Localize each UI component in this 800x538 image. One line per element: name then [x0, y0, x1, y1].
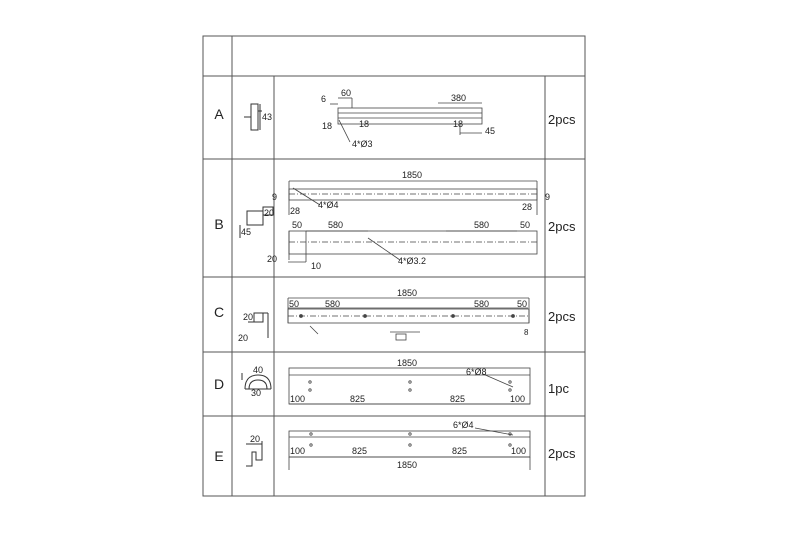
row-d-dim-100b: 100 — [510, 394, 525, 404]
row-a-dim-60: 60 — [341, 88, 351, 98]
row-a-drawing — [330, 97, 483, 143]
qty-b: 2pcs — [548, 219, 576, 234]
row-a-holes: 4*Ø3 — [352, 139, 373, 149]
row-b-dim-580b: 580 — [474, 220, 489, 230]
row-c-dim-50b: 50 — [517, 299, 527, 309]
row-e-holes: 6*Ø4 — [453, 420, 474, 430]
row-b-dim-50b: 50 — [520, 220, 530, 230]
row-c-section-dim-20a: 20 — [243, 312, 253, 322]
row-b-holes-bottom: 4*Ø3.2 — [398, 256, 426, 266]
row-a-dim-18a: 18 — [322, 121, 332, 131]
row-b-dim-580a: 580 — [328, 220, 343, 230]
row-d-length: 1850 — [397, 358, 417, 368]
row-label-e: E — [214, 448, 223, 464]
row-d-dim-100a: 100 — [290, 394, 305, 404]
qty-c: 2pcs — [548, 309, 576, 324]
row-b-dim-28b: 28 — [522, 202, 532, 212]
row-b-dim-9a: 9 — [272, 192, 277, 202]
row-b-section-dim-20b: 20 — [267, 254, 277, 264]
row-c-drawing — [287, 297, 530, 341]
row-b-section-dim-45: 45 — [241, 227, 251, 237]
row-e-dim-825b: 825 — [452, 446, 467, 456]
row-e-dim-100a: 100 — [290, 446, 305, 456]
row-c-dim-50a: 50 — [289, 299, 299, 309]
row-label-b: B — [214, 216, 223, 232]
row-d-section-dim-40: 40 — [253, 365, 263, 375]
qty-e: 2pcs — [548, 446, 576, 461]
row-label-a: A — [214, 106, 224, 122]
row-b-dim-50a: 50 — [292, 220, 302, 230]
row-e-drawing — [288, 427, 531, 470]
row-e-section — [246, 441, 263, 467]
row-b-section — [239, 206, 274, 238]
row-b-dim-9b: 9 — [545, 192, 550, 202]
row-b-dim-28a: 28 — [290, 206, 300, 216]
row-c-dim-580a: 580 — [325, 299, 340, 309]
row-d-section — [241, 373, 272, 390]
row-b-section-dim-20a: 20 — [264, 208, 274, 218]
row-c-length: 1850 — [397, 288, 417, 298]
row-d-drawing — [288, 367, 531, 405]
row-a-dim-45: 45 — [485, 126, 495, 136]
row-a-dim-380: 380 — [451, 93, 466, 103]
row-label-d: D — [214, 376, 224, 392]
row-c-section-dim-20b: 20 — [238, 333, 248, 343]
row-d-dim-825b: 825 — [450, 394, 465, 404]
table-grid — [202, 35, 586, 497]
row-c-dim-580b: 580 — [474, 299, 489, 309]
row-e-dim-825a: 825 — [352, 446, 367, 456]
row-e-length: 1850 — [397, 460, 417, 470]
row-e-dim-100b: 100 — [511, 446, 526, 456]
row-d-holes: 6*Ø8 — [466, 367, 487, 377]
row-b-length: 1850 — [402, 170, 422, 180]
row-a-dim-18c: 18 — [453, 119, 463, 129]
row-d-dim-825a: 825 — [350, 394, 365, 404]
row-e-section-dim-20: 20 — [250, 434, 260, 444]
row-a-dim-18b: 18 — [359, 119, 369, 129]
row-label-c: C — [214, 304, 224, 320]
row-c-dim-8: 8 — [524, 328, 529, 337]
row-a-section-dim: 43 — [262, 112, 272, 122]
row-d-section-dim-30: 30 — [251, 388, 261, 398]
qty-a: 2pcs — [548, 112, 576, 127]
row-b-dim-10: 10 — [311, 261, 321, 271]
row-a-section — [244, 103, 262, 131]
row-a-dim-6: 6 — [321, 94, 326, 104]
qty-d: 1pc — [548, 381, 569, 396]
row-c-section — [248, 312, 269, 338]
row-b-holes-top: 4*Ø4 — [318, 200, 339, 210]
row-b-drawing — [288, 180, 538, 263]
